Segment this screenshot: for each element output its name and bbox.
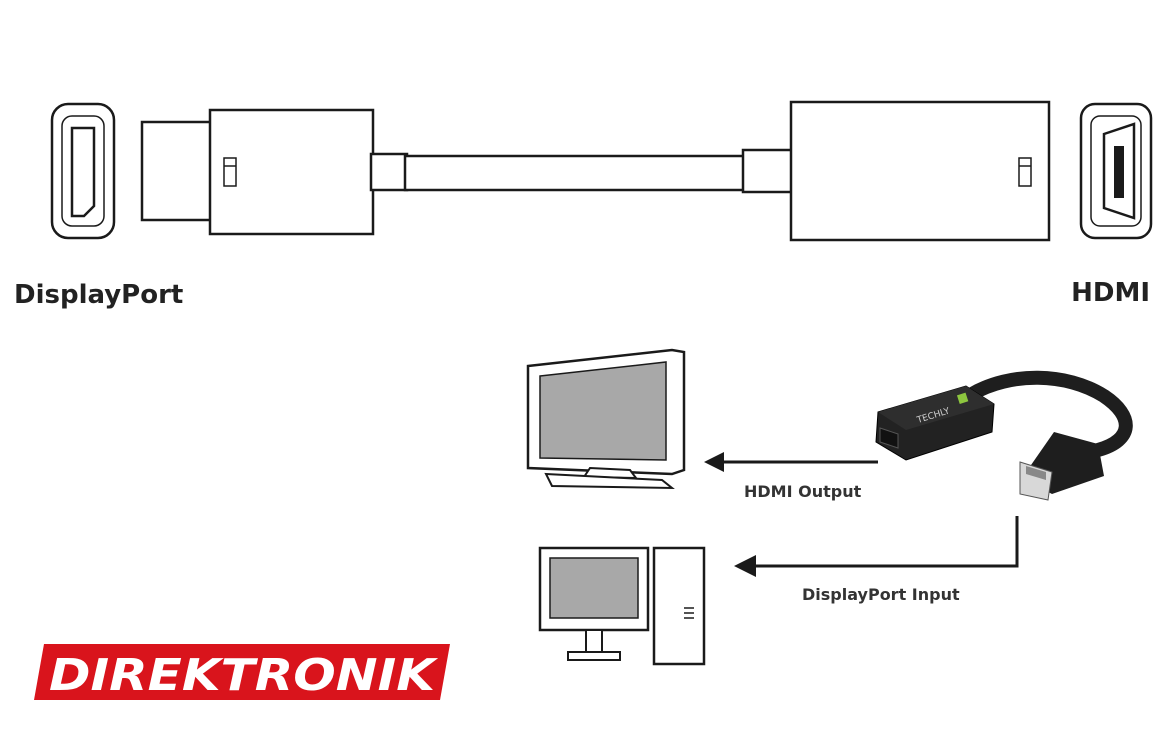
monitor-icon: [526, 348, 686, 490]
hdmi-output-arrow: [704, 452, 878, 472]
hdmi-label: HDMI: [1071, 278, 1150, 308]
direktronik-logo: DIREKTRONIK: [34, 644, 450, 703]
hdmi-housing: [741, 100, 1051, 242]
displayport-label: DisplayPort: [14, 280, 183, 310]
displayport-input-arrow: [734, 516, 1019, 577]
hdmi-output-label: HDMI Output: [744, 482, 862, 501]
adapter-image: TECHLY: [875, 370, 1133, 501]
logo-text: DIREKTRONIK: [49, 650, 438, 701]
displayport-plug: [140, 108, 409, 236]
displayport-socket-icon: [50, 102, 116, 240]
cable: [403, 154, 747, 192]
displayport-input-label: DisplayPort Input: [802, 585, 960, 604]
hdmi-socket-icon: [1079, 102, 1153, 240]
pc-icon: [538, 546, 706, 666]
